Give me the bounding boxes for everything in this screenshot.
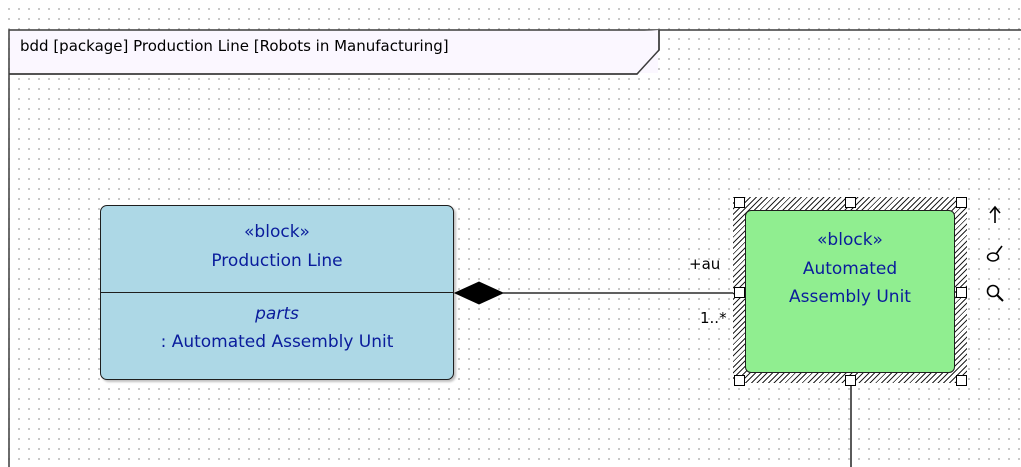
resize-handle-top[interactable] — [845, 197, 856, 208]
resize-handle-left[interactable] — [734, 287, 745, 298]
automated-assembly-unit-block[interactable]: «block» Automated Assembly Unit — [745, 210, 955, 373]
multiplicity-label: 1..* — [700, 309, 727, 327]
block-name-line-2: Assembly Unit — [789, 287, 911, 307]
block-name-line-1: Automated — [802, 259, 898, 279]
parts-compartment-title: parts — [255, 304, 299, 324]
part-property[interactable]: : Automated Assembly Unit — [160, 332, 394, 352]
production-line-block[interactable]: «block» Production Line parts : Automate… — [100, 205, 454, 380]
role-label: +au — [689, 255, 721, 273]
composition-diamond[interactable] — [453, 281, 505, 305]
resize-handle-bottom-right[interactable] — [956, 375, 967, 386]
block-stereotype: «block» — [244, 222, 310, 242]
resize-handle-bottom[interactable] — [845, 375, 856, 386]
resize-handle-top-right[interactable] — [956, 197, 967, 208]
frame-title: bdd [package] Production Line [Robots in… — [20, 37, 449, 55]
block-stereotype: «block» — [817, 230, 883, 250]
resize-handle-bottom-left[interactable] — [734, 375, 745, 386]
resize-handle-right[interactable] — [956, 287, 967, 298]
magnifier-icon[interactable] — [985, 283, 1005, 303]
frame-border — [8, 29, 1021, 467]
block-header — [101, 206, 453, 293]
resize-handle-top-left[interactable] — [734, 197, 745, 208]
up-arrow-icon[interactable] — [985, 204, 1005, 224]
block-name: Production Line — [211, 251, 343, 271]
paint-brush-icon[interactable] — [985, 244, 1005, 264]
